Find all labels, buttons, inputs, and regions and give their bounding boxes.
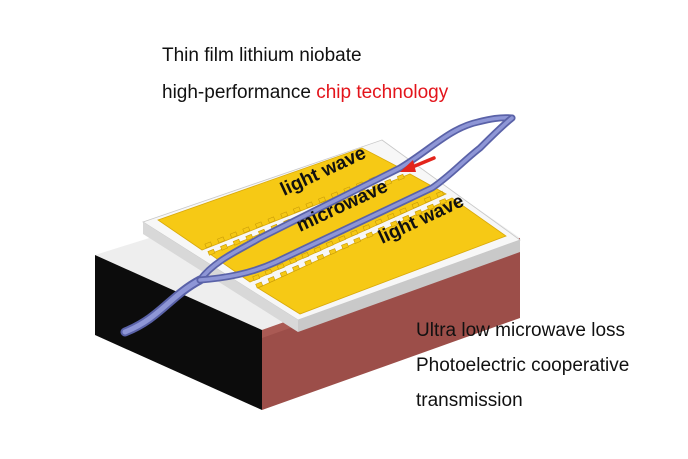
electrode-tooth [411,201,420,209]
electrode-tooth [264,268,273,276]
feature-line-3: transmission [416,390,523,411]
electrode-tooth [280,211,289,219]
electrode-tooth [399,207,408,215]
electrode-lower [257,197,507,315]
electrode-tooth [245,233,254,241]
electrode-tooth [267,276,276,283]
electrode-tooth [316,253,325,261]
electrode-tooth [204,241,213,249]
electrode-tooth [338,235,346,243]
heading-line-2-prefix: high-performance [162,82,317,103]
heading-line-2: high-performance chip technology [162,82,448,104]
electrode-tooth [276,263,285,270]
electrode-tooth [341,242,349,250]
electrode-tooth [304,259,313,267]
electrode-tooth [242,226,251,234]
electrode-tooth [426,203,435,211]
electrode-teeth [204,166,447,289]
substrate-front-face [95,255,262,410]
electrode-tooth [217,236,225,244]
substrate-side-face [262,238,520,410]
electrode-tooth [292,264,300,272]
electrode-tooth [267,216,276,224]
waveguide-arm-upper-core [198,116,514,282]
electrode-tooth [377,226,386,233]
waveguides [120,114,516,337]
electrode-tooth [374,218,383,226]
electrode-tooth [255,281,264,289]
thin-film-side [298,240,520,332]
electrode-tooth [365,231,374,239]
electrode-tooth [436,190,444,198]
electrode-tooth [220,243,228,251]
arrow-left-icon [400,156,436,172]
electrode-tooth [353,237,362,244]
waveguide-arm-lower-core [198,116,514,282]
electrode-tooth [305,201,314,209]
electrode-tooth [255,221,263,229]
electrode-tooth [318,196,326,204]
electrode-tooth [232,238,241,246]
electrode-tooth [229,231,238,239]
heading-line-1: Thin film lithium niobate [162,45,362,66]
feature-line-2: Photoelectric cooperative [416,355,630,376]
electrode-tooth [402,214,411,222]
electrode-tooth [279,270,288,278]
electrode-tooth [414,209,423,217]
feature-line-1: Ultra low microwave loss [416,320,626,341]
electrode-tooth [289,257,297,265]
waveguide-input-core [122,277,203,335]
electrode-tooth [423,196,432,204]
electrode-tooth [371,183,380,191]
electrode-tooth [350,229,359,237]
electrode-tooth [387,212,395,220]
heading-line-2-highlight: chip technology [316,82,449,103]
electrodes [157,147,507,315]
electrode-tooth [313,246,322,254]
electrode-tooth [390,220,398,228]
electrode-tooth [301,251,310,259]
electrode-tooth [292,206,301,214]
electrode-tooth [384,178,393,186]
electrode-tooth [396,173,405,181]
electrode-tooth [252,274,261,281]
electrode-tooth [328,248,337,255]
electrode-tooth [439,198,447,205]
electrode-tooth [207,248,216,256]
electrode-tooth [325,240,334,248]
electrode-tooth [362,224,371,231]
